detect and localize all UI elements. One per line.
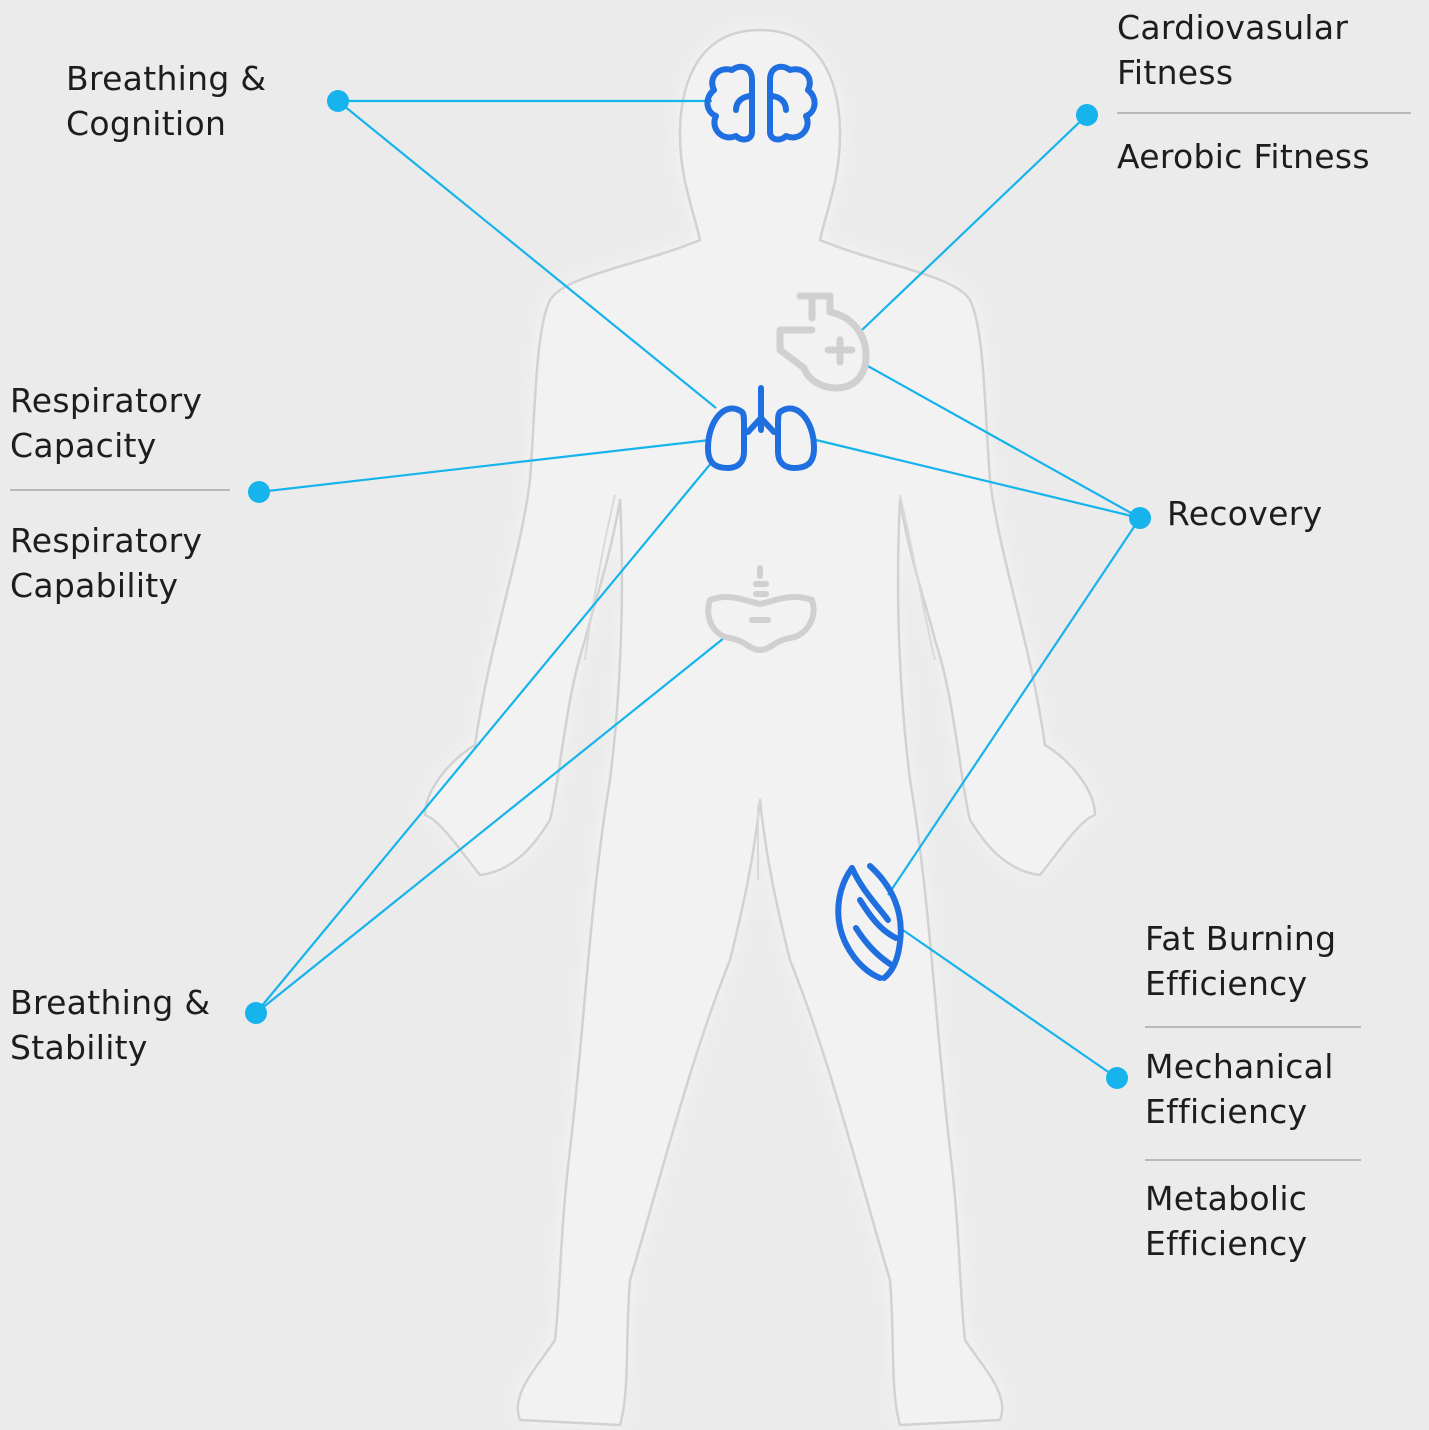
- label-breathing-cognition: Breathing & Cognition: [66, 56, 266, 146]
- dot-breathing-stability: [245, 1002, 267, 1024]
- label-aerobic-fitness: Aerobic Fitness: [1117, 134, 1370, 179]
- connector-recovery-lungs: [815, 438, 1141, 520]
- label-line: Fat Burning: [1145, 919, 1337, 958]
- heart-icon: [776, 292, 870, 392]
- label-respiratory-capability: Respiratory Capability: [10, 518, 202, 608]
- label-recovery: Recovery: [1167, 491, 1322, 536]
- lungs-icon: [705, 385, 817, 471]
- brain-icon: [704, 63, 818, 143]
- pelvis-icon: [705, 565, 817, 653]
- dot-cardiovascular: [1076, 104, 1098, 126]
- connector-recovery-muscle: [887, 517, 1141, 896]
- dot-breathing-cognition: [327, 90, 349, 112]
- connector-stability-pelvis: [255, 637, 725, 1014]
- connector-recovery-heart: [865, 364, 1141, 519]
- dot-efficiency: [1106, 1067, 1128, 1089]
- label-line: Aerobic Fitness: [1117, 137, 1370, 176]
- label-mechanical-efficiency: Mechanical Efficiency: [1145, 1044, 1334, 1134]
- label-line: Metabolic: [1145, 1179, 1308, 1218]
- label-breathing-stability: Breathing & Stability: [10, 980, 210, 1070]
- label-line: Cognition: [66, 104, 227, 143]
- label-line: Respiratory: [10, 521, 203, 560]
- connector-respiratory-lungs: [258, 438, 711, 494]
- label-line: Cardiovasular: [1117, 8, 1349, 47]
- divider-cardio: [1117, 112, 1411, 114]
- label-line: Breathing &: [66, 59, 267, 98]
- label-line: Efficiency: [1145, 1224, 1308, 1263]
- label-line: Respiratory: [10, 381, 203, 420]
- label-line: Capacity: [10, 426, 157, 465]
- connector-cardio-heart: [861, 114, 1088, 331]
- dot-recovery: [1129, 507, 1151, 529]
- divider-respiratory: [10, 489, 230, 491]
- divider-fat-burning: [1145, 1026, 1361, 1028]
- connector-stability-lungs: [255, 461, 713, 1014]
- connector-efficiency-muscle: [899, 927, 1118, 1079]
- label-line: Capability: [10, 566, 179, 605]
- label-line: Stability: [10, 1028, 148, 1067]
- connector-lines: [255, 99, 1141, 1079]
- divider-mechanical: [1145, 1159, 1361, 1161]
- label-cardiovascular-fitness: Cardiovasular Fitness: [1117, 5, 1348, 95]
- body-silhouette: [423, 28, 1097, 1427]
- muscle-icon: [835, 863, 904, 981]
- label-metabolic-efficiency: Metabolic Efficiency: [1145, 1176, 1307, 1266]
- label-fat-burning-efficiency: Fat Burning Efficiency: [1145, 916, 1336, 1006]
- label-line: Breathing &: [10, 983, 211, 1022]
- label-line: Recovery: [1167, 494, 1323, 533]
- label-line: Efficiency: [1145, 964, 1308, 1003]
- right-arm-inner-line: [899, 494, 936, 661]
- connector-dots: [245, 90, 1151, 1089]
- label-respiratory-capacity: Respiratory Capacity: [10, 378, 202, 468]
- dot-respiratory: [248, 481, 270, 503]
- left-arm-inner-line: [584, 494, 616, 661]
- connector-cognition-lungs: [337, 100, 717, 409]
- label-line: Mechanical: [1145, 1047, 1334, 1086]
- label-line: Efficiency: [1145, 1092, 1308, 1131]
- label-line: Fitness: [1117, 53, 1234, 92]
